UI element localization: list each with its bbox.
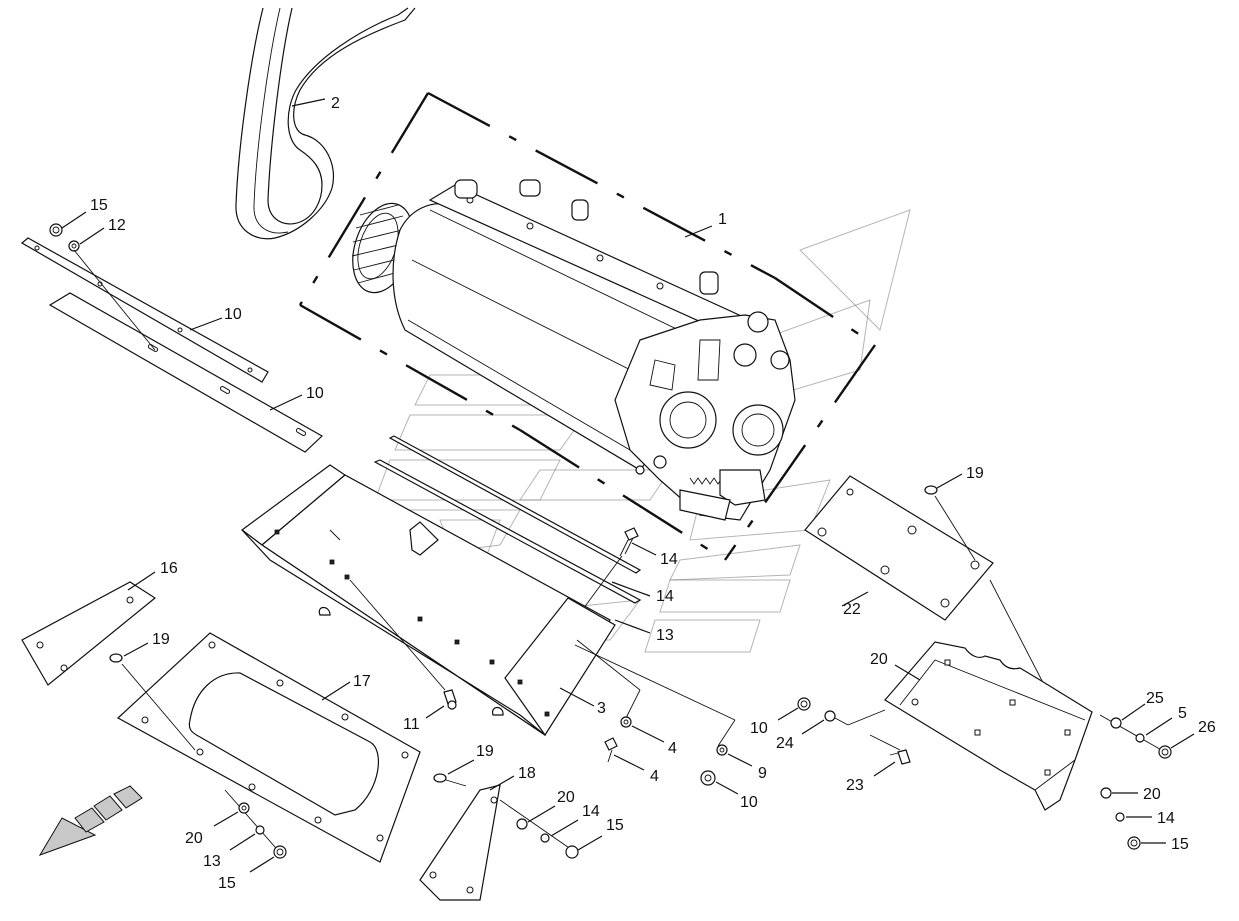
fastener-group-bottom-left: 20 13 15 [185, 789, 287, 892]
callout-3: 3 [597, 700, 606, 717]
callout-12: 10 [224, 306, 242, 323]
plate-part-24: 22 19 [804, 465, 1071, 736]
callout-20-right: 20 [1143, 786, 1161, 803]
fastener-group-23: 10 24 [750, 697, 886, 752]
callout-18: 18 [518, 765, 536, 782]
callout-14-bottom-center: 14 [582, 803, 600, 820]
callout-13: 11 [403, 716, 420, 733]
callout-15-top: 15 [90, 197, 108, 214]
callout-25: 25 [1146, 690, 1164, 707]
cover-plate-part-17: 17 [116, 632, 421, 863]
callout-10-center: 10 [740, 794, 758, 811]
plate-part-16: 16 [21, 560, 178, 686]
screw-part-22: 23 [846, 749, 911, 794]
callout-14-bottom-left: 13 [203, 853, 221, 870]
callout-24: 22 [843, 601, 861, 618]
callout-20-bottom-center: 20 [557, 789, 575, 806]
tray-part-3: 3 [240, 464, 641, 737]
callout-10-right: 10 [750, 720, 768, 737]
callout-7: 14 [656, 588, 674, 605]
callout-2: 2 [331, 95, 340, 112]
screw-part-19-left: 19 [109, 631, 196, 751]
callout-14-top: 12 [108, 217, 126, 234]
callout-1: 1 [718, 211, 727, 228]
callout-26: 26 [1198, 719, 1216, 736]
callout-19-bottom: 19 [476, 743, 494, 760]
bracket-part-18: 18 19 [419, 743, 536, 901]
belt-part-2 [235, 7, 416, 240]
callout-21: 20 [870, 651, 888, 668]
callout-17: 17 [353, 673, 371, 690]
callout-20-bottom-left: 20 [185, 830, 203, 847]
callout-5-center: 4 [668, 740, 677, 757]
callout-15-right: 15 [1171, 836, 1189, 853]
callout-19-left: 19 [152, 631, 170, 648]
fastener-group-far-right: 20 14 15 [1100, 786, 1189, 853]
callout-6: 13 [656, 627, 674, 644]
fastener-group-top-left: 15 12 [49, 197, 156, 351]
fastener-group-25-26: 25 5 26 [1099, 690, 1216, 759]
rods-parts-6-7: 14 13 [373, 435, 674, 644]
callout-15-bottom-left: 15 [218, 875, 236, 892]
direction-arrow-icon [38, 785, 143, 856]
bracket-part-21: 20 [869, 641, 1093, 811]
callout-22: 23 [846, 777, 864, 794]
screw-part-13: 11 [349, 579, 457, 733]
strip-part-12: 10 [20, 237, 269, 383]
callout-23: 24 [776, 735, 794, 752]
callout-9: 9 [758, 765, 767, 782]
fastener-group-center: 4 4 [604, 716, 677, 785]
callout-15-bottom-center: 15 [606, 817, 624, 834]
callout-16: 16 [160, 560, 178, 577]
drum-assembly-part-1: 1 [351, 179, 796, 521]
callout-11: 10 [306, 385, 324, 402]
fastener-group-9-10: 9 10 [574, 644, 767, 811]
strip-part-11: 10 [48, 292, 324, 453]
callout-8: 14 [660, 551, 678, 568]
callout-19-right: 19 [966, 465, 984, 482]
callout-4: 4 [650, 768, 659, 785]
callout-14-right: 14 [1157, 810, 1175, 827]
fastener-group-bottom-center: 20 14 15 [499, 789, 624, 859]
assembly-boundary [298, 91, 876, 562]
callout-5-right: 5 [1178, 705, 1187, 722]
